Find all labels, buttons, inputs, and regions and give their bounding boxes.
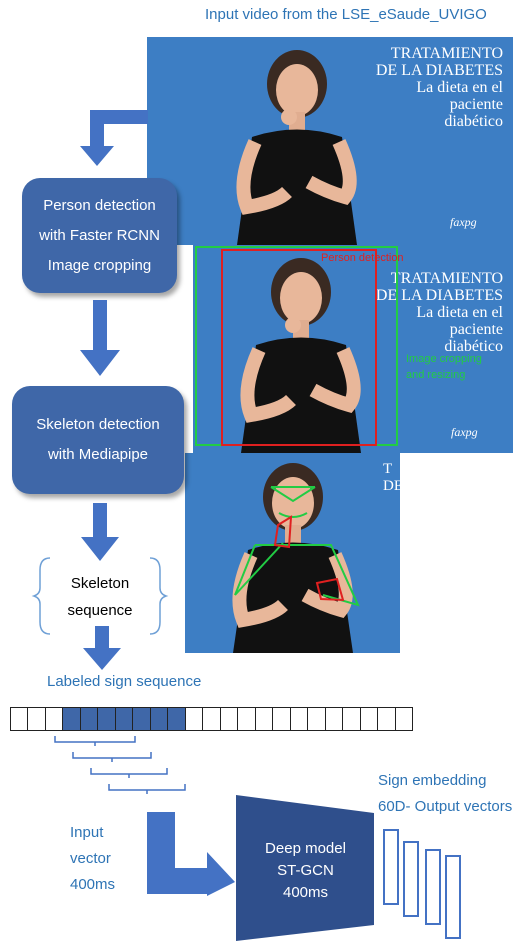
frame-title-1: TRATAMIENTO: [390, 45, 503, 62]
output-vector-3: [425, 849, 441, 925]
person-detection-line-3: Image cropping: [47, 256, 152, 274]
sequence-cell: [202, 707, 221, 731]
sign-embedding-label: Sign embedding 60D- Output vectors: [378, 768, 512, 820]
frame-subtitle-2: paciente: [449, 321, 503, 338]
crop-label-1: Image cropping: [406, 353, 482, 365]
frame-subtitle-1: La dieta en el: [416, 79, 503, 96]
output-vectors: [383, 829, 461, 939]
crop-label: Image cropping and resizing: [406, 351, 482, 383]
sequence-cell: [27, 707, 46, 731]
skeleton-detection-line-1: Skeleton detection: [36, 416, 160, 433]
arrow-down-4: [83, 626, 121, 670]
sequence-cell: [324, 707, 344, 731]
sequence-cell: [359, 707, 379, 731]
input-vector-line-2: vector: [70, 850, 111, 867]
deep-model-line-1: Deep model: [265, 840, 346, 857]
signer-figure: [236, 50, 357, 245]
faxpg-logo: faxpg: [451, 425, 478, 439]
deep-model-line-2: ST-GCN: [277, 862, 334, 879]
output-vector-2: [403, 841, 419, 917]
frame-title-fragment-2: DE: [383, 478, 400, 494]
frame-subtitle-3: diabético: [444, 338, 503, 355]
frame-subtitle-1: La dieta en el: [416, 304, 503, 321]
sequence-cell: [254, 707, 274, 731]
sequence-cell: [44, 707, 64, 731]
sequence-cell: [289, 707, 309, 731]
braces: [31, 557, 169, 635]
sequence-cell: [167, 707, 186, 731]
sequence-cell: [342, 707, 361, 731]
video-frame-middle: TRATAMIENTO DE LA DIABETES La dieta en e…: [193, 245, 513, 453]
skeleton-sequence-label: Skeleton sequence: [56, 570, 144, 624]
sequence-cell: [237, 707, 256, 731]
skeleton-sequence-line-1: Skeleton: [70, 575, 130, 592]
skeleton-detection-line-2: with Mediapipe: [47, 446, 149, 463]
sequence-cell: [62, 707, 81, 731]
sequence-cell: [132, 707, 151, 731]
skeleton-detection-box: Skeleton detection with Mediapipe: [12, 386, 184, 494]
skeleton-sequence-line-2: sequence: [67, 602, 133, 619]
deep-model-label: Deep model ST-GCN 400ms: [243, 838, 368, 904]
frame-title-2: DE LA DIABETES: [375, 287, 503, 304]
labeled-sequence-label: Labeled sign sequence: [47, 673, 202, 690]
person-detection-line-2: with Faster RCNN: [39, 226, 160, 244]
signer-skeleton-figure: [232, 463, 360, 653]
signer-figure: [240, 258, 361, 453]
arrow-down-3: [81, 503, 119, 561]
crop-label-2: and resizing: [406, 369, 466, 381]
bent-arrow-top: [80, 110, 148, 166]
input-vector-line-1: Input: [70, 824, 104, 841]
sequence-cell: [307, 707, 326, 731]
input-vector-label: Input vector 400ms: [70, 820, 115, 898]
sequence-cell: [377, 707, 396, 731]
person-detection-line-1: Person detection: [43, 196, 156, 214]
sequence-cell: [79, 707, 99, 731]
sequence-cell: [149, 707, 169, 731]
person-detection-box: Person detection with Faster RCNN Image …: [22, 178, 177, 293]
frame-title-2: DE LA DIABETES: [375, 62, 503, 79]
sequence-cell: [97, 707, 116, 731]
arrow-down-2: [80, 300, 120, 376]
frame-title-1: TRATAMIENTO: [390, 270, 503, 287]
bent-arrow-model: [147, 812, 235, 896]
output-vector-1: [383, 829, 399, 905]
output-vector-4: [445, 855, 461, 939]
sequence-cell: [114, 707, 134, 731]
window-brackets: [54, 736, 186, 794]
frame-subtitle-2: paciente: [449, 96, 503, 113]
sign-embedding-line-2: 60D- Output vectors: [378, 798, 513, 815]
deep-model-block: [236, 795, 374, 941]
faxpg-logo: faxpg: [450, 215, 477, 229]
diagram-title: Input video from the LSE_eSaude_UVIGO: [205, 6, 487, 23]
video-frame-bottom: T DE: [185, 453, 400, 653]
frame-subtitle-3: diabético: [444, 113, 503, 130]
sequence-cell: [184, 707, 204, 731]
person-detection-label: Person detection: [321, 252, 404, 264]
sequence-cell: [394, 707, 413, 731]
frame-title-fragment-1: T: [383, 461, 393, 477]
sign-embedding-line-1: Sign embedding: [378, 772, 487, 789]
sequence-cell: [272, 707, 291, 731]
input-vector-line-3: 400ms: [70, 876, 116, 893]
deep-model-line-3: 400ms: [282, 884, 329, 901]
sequence-cell: [10, 707, 29, 731]
video-frame-top: TRATAMIENTO DE LA DIABETES La dieta en e…: [147, 37, 513, 245]
sequence-strip: [10, 707, 413, 731]
detection-box-red: [221, 249, 377, 446]
sequence-cell: [219, 707, 239, 731]
